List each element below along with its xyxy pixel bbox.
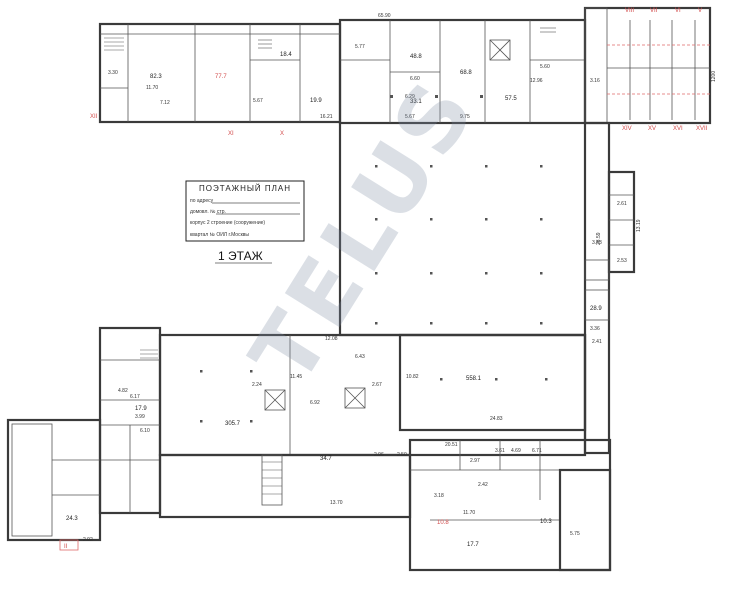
room-area: 34.7 <box>320 456 332 462</box>
dim: 2.97 <box>470 458 480 464</box>
axis-mark: VII <box>650 8 658 14</box>
dim: 2.67 <box>372 382 382 388</box>
dim: 2.53 <box>617 258 627 264</box>
dim: 5.75 <box>570 531 580 537</box>
dim: 10.82 <box>406 374 419 380</box>
dim: 3.30 <box>108 70 118 76</box>
dim: 4.82 <box>118 388 128 394</box>
axis-mark: V <box>698 8 702 14</box>
dim: 3.36 <box>590 326 600 332</box>
axis-mark: VI <box>675 8 681 14</box>
main-hall-labels: 10.82 6.43 24.83 2.67 20.51 6.92 11.45 1… <box>225 336 503 462</box>
dim: 2.41 <box>592 339 602 345</box>
dim: 2.96 <box>374 452 384 458</box>
top-wing <box>98 18 587 125</box>
dim: 11.45 <box>290 374 302 380</box>
stamp-line-4: квартал № ОИЛ г.Москвы <box>190 232 249 238</box>
axis-mark: VIII <box>625 8 634 14</box>
axis-mark: XII <box>90 114 98 120</box>
dim: 6.60 <box>410 76 420 82</box>
room-area: 82.3 <box>150 74 162 80</box>
room-area: 28.9 <box>590 306 602 312</box>
dim: 11.70 <box>463 510 475 516</box>
axis-mark: II <box>64 544 68 550</box>
dim: 6.17 <box>130 394 140 400</box>
plan-stamp: ПОЭТАЖНЫЙ ПЛАН по адресу домовл. № стр. … <box>185 180 305 242</box>
dim: 7.12 <box>160 100 170 106</box>
dim: 3.99 <box>135 414 145 420</box>
dim: 6.92 <box>310 400 320 406</box>
axis-mark: XVII <box>696 126 708 132</box>
dim: 2.61 <box>617 201 627 207</box>
dim: 2.24 <box>252 382 262 388</box>
axis-mark: XVI <box>673 126 683 132</box>
room-area: 19.9 <box>310 98 322 104</box>
dim: 13.19 <box>636 219 642 232</box>
dim: 28.59 <box>596 232 602 245</box>
dim: 5.67 <box>405 114 415 120</box>
dim: 5.67 <box>253 98 263 104</box>
dim: 13.70 <box>330 500 343 506</box>
left-block <box>6 326 162 551</box>
dim: 5.60 <box>540 64 550 70</box>
room-area: 18.4 <box>280 52 292 58</box>
stamp-line-3: корпус 2 строение (сооружение) <box>190 220 265 226</box>
room-area: 24.3 <box>66 516 78 522</box>
room-area: 68.8 <box>460 70 472 76</box>
bottom-block-labels: 11.70 13.70 2.96 3.18 2.42 4.69 2.50 3.6… <box>330 448 580 548</box>
room-area: 17.7 <box>467 542 479 548</box>
stamp-title: ПОЭТАЖНЫЙ ПЛАН <box>199 184 291 193</box>
room-area: 17.9 <box>135 406 147 412</box>
dim: 6.43 <box>355 354 365 360</box>
axis-mark: XIV <box>622 126 632 132</box>
dim: 12.08 <box>325 336 338 342</box>
axis-mark: XV <box>648 126 656 132</box>
room-area: 558.1 <box>466 376 482 382</box>
right-corridor <box>583 121 636 455</box>
dim: 2.92 <box>83 537 93 543</box>
room-area: 10.8 <box>437 520 449 526</box>
dim: 6.10 <box>140 428 150 434</box>
dim: 3.43 <box>592 240 602 246</box>
dim: 6.29 <box>405 94 415 100</box>
stamp-line-1: по адресу <box>190 198 214 204</box>
dim: 12.96 <box>530 78 543 84</box>
top-right-annex <box>583 6 712 125</box>
room-area: 10.3 <box>540 519 552 525</box>
dim: 11.70 <box>146 85 158 91</box>
dim: 2.42 <box>478 482 488 488</box>
bottom-block <box>158 438 612 572</box>
left-block-labels: 4.82 6.17 3.99 2.92 6.10 17.9 24.3 <box>66 388 150 543</box>
dim: 3.61 <box>495 448 505 454</box>
dim: 5.77 <box>355 44 365 50</box>
room-area: 305.7 <box>225 421 241 427</box>
dim: 20.51 <box>445 442 458 448</box>
room-area: 57.5 <box>505 96 517 102</box>
room-area: 77.7 <box>215 74 227 80</box>
axis-mark: XI <box>228 131 234 137</box>
dim: 1200 <box>711 71 717 82</box>
dim: 3.18 <box>434 493 444 499</box>
stamp-line-2: домовл. № стр. <box>190 209 226 215</box>
floor-label: 1 ЭТАЖ <box>218 249 263 263</box>
right-corridor-labels: 1200 13.19 28.59 3.43 2.53 2.61 3.36 2.4… <box>590 71 717 345</box>
dim: 9.75 <box>460 114 470 120</box>
dim: 2.50 <box>397 452 407 458</box>
dim: 3.16 <box>590 78 600 84</box>
dim: 4.69 <box>511 448 521 454</box>
room-area: 48.8 <box>410 54 422 60</box>
axis-marks: VIII VII VI V XIV XV XVI XVII X XII XI I… <box>64 8 708 550</box>
dim: 6.71 <box>532 448 542 454</box>
dim: 24.83 <box>490 416 503 422</box>
axis-mark: X <box>280 131 284 137</box>
dim: 16.21 <box>320 114 333 120</box>
top-wing-labels: 65.90 11.70 7.12 5.67 16.21 3.30 5.77 6.… <box>108 13 600 120</box>
room-area: 33.1 <box>410 99 422 105</box>
overall-dim: 65.90 <box>378 13 391 19</box>
